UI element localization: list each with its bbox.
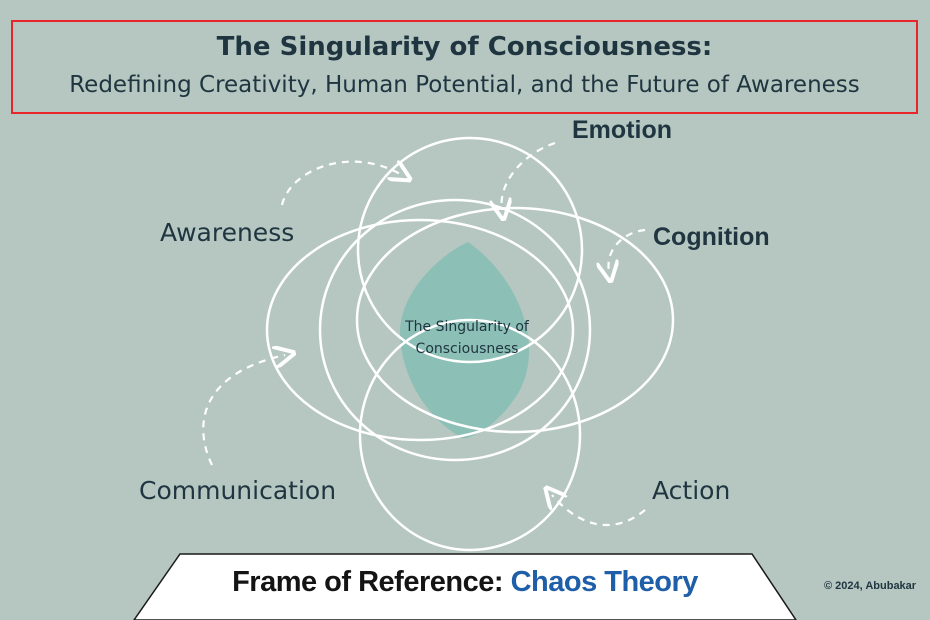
arrow-action-icon [552, 495, 646, 526]
title-box: The Singularity of Consciousness: Redefi… [11, 20, 918, 114]
ellipse-middle [318, 198, 592, 462]
label-action: Action [652, 476, 731, 505]
arrow-awareness-icon [280, 162, 402, 206]
center-label-line2: Consciousness [415, 341, 519, 357]
center-label: The Singularity of Consciousness [382, 316, 552, 360]
ellipse-action [358, 318, 582, 552]
banner-text: Frame of Reference: Chaos Theory [135, 566, 795, 599]
copyright-text: © 2024, Abubakar [824, 580, 917, 592]
arrow-emotion-icon [502, 141, 556, 210]
label-communication: Communication [139, 476, 337, 505]
arrow-communication-icon [202, 355, 285, 466]
banner-highlight: Chaos Theory [510, 566, 699, 598]
banner-prefix: Frame of Reference: [232, 566, 511, 598]
banner-shape [133, 553, 797, 620]
circles [265, 136, 675, 552]
page-title: The Singularity of Consciousness: [216, 32, 713, 62]
ellipse-awareness [265, 218, 575, 442]
label-cognition: Cognition [653, 223, 770, 251]
label-emotion: Emotion [572, 116, 672, 144]
center-label-line1: The Singularity of [405, 319, 529, 335]
circle-emotion [356, 136, 584, 364]
arrow-cognition-icon [608, 228, 646, 272]
center-intersection [400, 242, 530, 439]
dashed-arrows [202, 141, 646, 526]
page-subtitle: Redefining Creativity, Human Potential, … [69, 72, 860, 98]
ellipse-cognition [355, 206, 675, 434]
label-awareness: Awareness [160, 218, 295, 247]
